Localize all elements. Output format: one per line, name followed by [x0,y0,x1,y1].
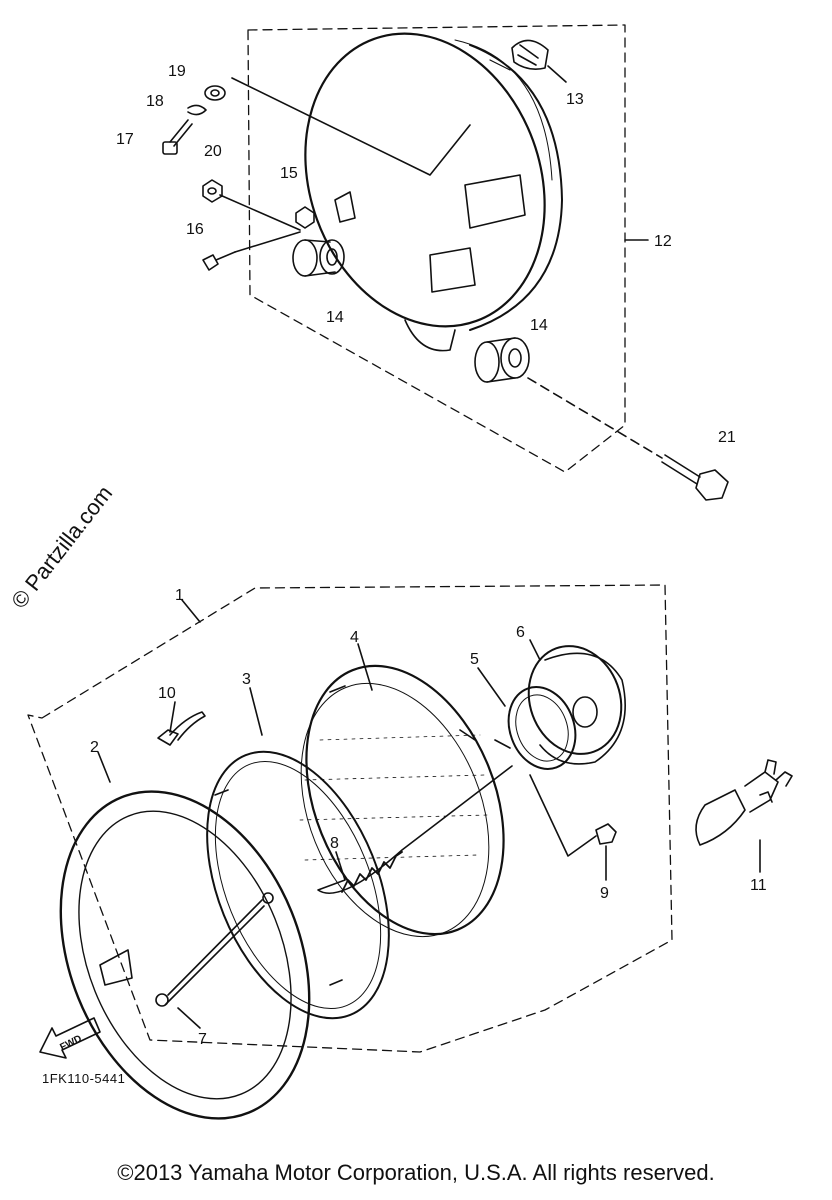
screw-16 [202,251,236,271]
leader-9 [529,774,607,881]
leader-20-15 [219,194,301,231]
callout-15: 15 [280,165,298,182]
callout-8: 8 [330,835,339,852]
leader-13 [547,65,567,83]
callout-1: 1 [175,587,184,604]
leader-7 [177,1007,201,1029]
bulb-11 [695,759,793,846]
callout-19: 19 [168,63,186,80]
callout-13: 13 [566,91,584,108]
adjusting-screw-7 [155,899,265,1007]
rim-2 [59,790,311,1120]
callout-12: 12 [654,233,672,250]
fwd-label: FWD [58,1033,83,1053]
callout-7: 7 [198,1031,207,1048]
bracket-10 [157,711,206,746]
leader-4 [357,643,373,691]
spring-8 [341,851,403,893]
leader-16 [234,231,301,253]
spring-washer-18 [187,104,207,116]
lens-unit-4 [299,664,511,938]
watermark: © Partzilla.com [6,481,117,613]
callout-6: 6 [516,624,525,641]
callout-18: 18 [146,93,164,110]
callout-5: 5 [470,651,479,668]
unit-group-boundary [27,584,673,1053]
copyright-notice: ©2013 Yamaha Motor Corporation, U.S.A. A… [117,1160,715,1185]
callout-9: 9 [600,885,609,902]
housing-group-boundary [247,24,626,473]
bolt-21 [661,454,729,501]
grommet-14-right [474,337,530,383]
callout-17: 17 [116,131,134,148]
callout-2: 2 [90,739,99,756]
callout-14-right: 14 [530,317,548,334]
headlight-housing [304,32,563,352]
grommet-14-left [292,239,345,277]
nut-15 [295,206,315,229]
callout-10: 10 [158,685,176,702]
leader-2 [97,751,111,783]
socket-cover-6 [527,645,626,765]
diagram-code: 1FK110-5441 [42,1071,126,1086]
callout-16: 16 [186,221,204,238]
callout-11: 11 [750,877,767,894]
seal-5 [507,686,577,770]
washer-19 [204,85,226,101]
leader-3 [249,687,263,736]
reflector-clip-13 [511,39,549,70]
leader-5 [477,667,506,707]
leader-21 [527,377,663,459]
leader-8 [317,765,513,894]
screw-17 [162,119,193,155]
nut-20 [202,179,223,203]
lens-ring-3 [206,750,390,1020]
callout-20: 20 [204,143,222,160]
callout-4: 4 [350,629,359,646]
leader-19 [231,77,471,176]
callout-14-left: 14 [326,309,344,326]
leader-6 [529,639,541,661]
clip-9 [595,823,617,845]
leader-1 [181,599,201,623]
leader-10 [169,701,176,733]
fwd-arrow [39,1017,101,1059]
callout-21: 21 [718,429,736,446]
callout-3: 3 [242,671,251,688]
